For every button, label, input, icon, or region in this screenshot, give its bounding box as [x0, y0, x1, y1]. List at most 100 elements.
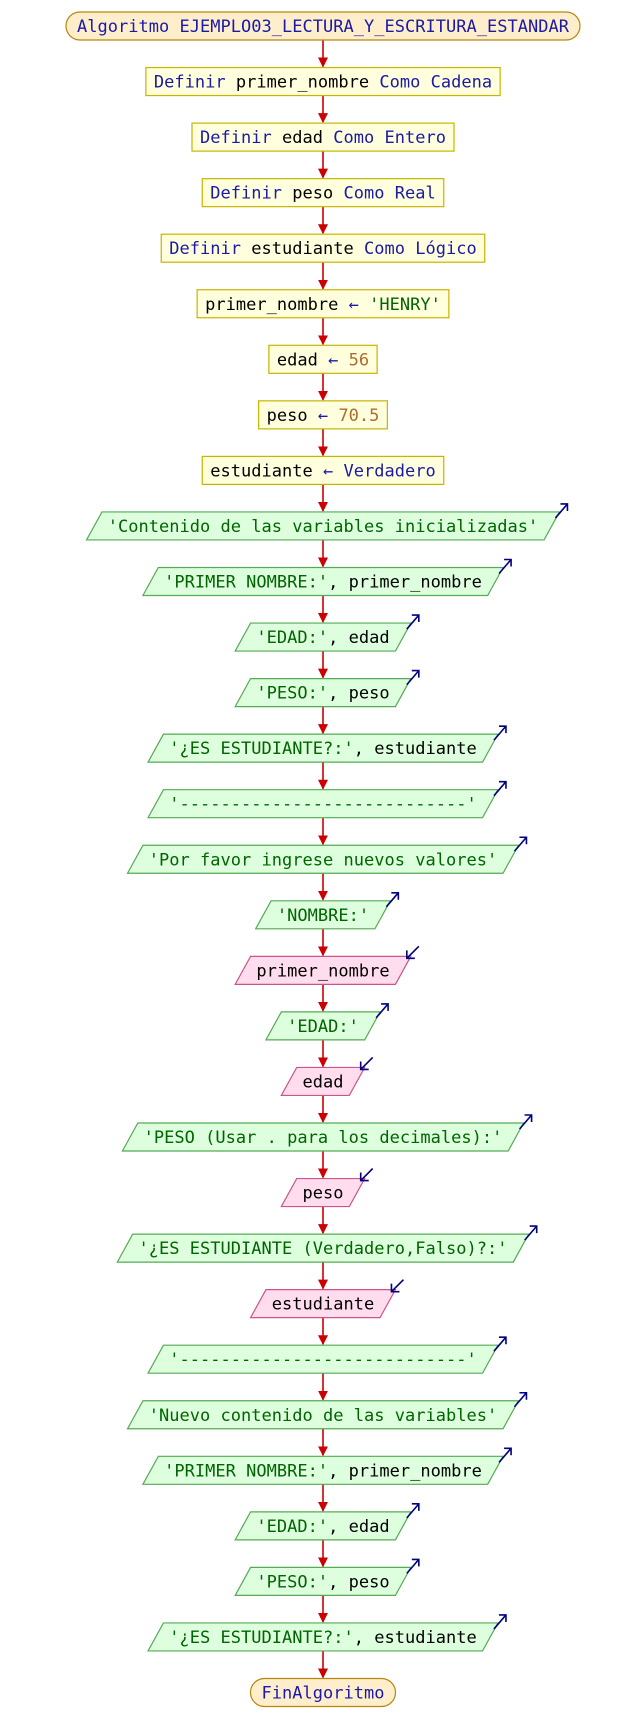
input-parallelogram: [249, 1289, 397, 1319]
assign-node-8: estudiante ← Verdadero: [201, 455, 445, 485]
write-node-13: '¿ES ESTUDIANTE?:', estudiante: [147, 725, 507, 763]
process-box: [268, 344, 378, 374]
process-box: [258, 400, 388, 430]
input-parallelogram: [234, 955, 412, 985]
node-label-part: Definir: [210, 184, 292, 204]
write-node-18: 'EDAD:': [264, 1003, 389, 1041]
node-label-part: , peso: [328, 684, 390, 704]
node-label: 'PESO (Usar . para los decimales):': [144, 1128, 503, 1148]
node-label-part: , estudiante: [354, 739, 477, 759]
output-arrow-head-icon: [524, 1114, 533, 1122]
define-node-4: Definir estudiante Como Lógico: [160, 233, 486, 263]
output-arrow-head-icon: [504, 1447, 512, 1456]
output-arrow-head-icon: [498, 725, 507, 734]
write-node-20: 'PESO (Usar . para los decimales):': [121, 1114, 533, 1152]
node-label-part: , primer_nombre: [328, 1461, 482, 1481]
nodes: Algoritmo EJEMPLO03_LECTURA_Y_ESCRITURA_…: [65, 11, 581, 1708]
node-label-part: ←: [349, 295, 359, 315]
output-arrow-head-icon: [519, 1391, 528, 1400]
output-arrow-icon: [493, 725, 507, 741]
node-label: 'NOMBRE:': [277, 906, 369, 926]
output-parallelogram: [254, 900, 392, 930]
output-arrow-icon: [406, 1503, 420, 1519]
read-node-19: edad: [280, 1056, 374, 1097]
node-label-part: primer_nombre: [236, 73, 369, 93]
node-label: edad ← 56: [277, 350, 369, 370]
node-label-part: 'EDAD:': [256, 628, 328, 648]
node-label: '¿ES ESTUDIANTE?:', estudiante: [169, 739, 477, 759]
output-parallelogram: [264, 1011, 382, 1041]
node-label-part: peso: [267, 406, 318, 426]
node-label: 'Por favor ingrese nuevos valores': [149, 850, 498, 870]
node-label: edad: [303, 1072, 344, 1092]
input-parallelogram: [280, 1066, 366, 1097]
output-parallelogram: [147, 1344, 499, 1374]
node-label-part: '¿ES ESTUDIANTE (Verdadero,Falso)?:': [139, 1239, 508, 1259]
input-arrow-head-icon: [359, 1172, 369, 1182]
write-node-24: '----------------------------': [147, 1336, 507, 1374]
write-node-15: 'Por favor ingrese nuevos valores': [126, 836, 528, 874]
start-terminal-shape: [65, 11, 581, 41]
input-arrow-head-icon: [406, 950, 415, 960]
node-label-part: peso: [303, 1184, 344, 1204]
node-label: '¿ES ESTUDIANTE (Verdadero,Falso)?:': [139, 1239, 508, 1259]
node-label-part: 'EDAD:': [287, 1017, 359, 1037]
node-label: '----------------------------': [169, 1350, 477, 1370]
output-arrow-head-icon: [498, 780, 507, 789]
write-node-9: 'Contenido de las variables inicializada…: [85, 503, 569, 541]
node-label-part: 'PRIMER NOMBRE:': [164, 573, 328, 593]
node-label-part: Definir: [169, 239, 251, 259]
write-node-26: 'PRIMER NOMBRE:', primer_nombre: [141, 1447, 512, 1485]
output-arrow-icon: [406, 1558, 420, 1574]
node-label: primer_nombre: [256, 961, 389, 981]
write-node-27: 'EDAD:', edad: [234, 1503, 420, 1541]
node-label-part: '----------------------------': [169, 1350, 477, 1370]
node-label: Definir peso Como Real: [210, 184, 436, 204]
output-parallelogram: [116, 1233, 530, 1263]
node-label: FinAlgoritmo: [262, 1684, 385, 1704]
node-label-part: edad: [277, 350, 328, 370]
assign-node-5: primer_nombre ← 'HENRY': [196, 289, 450, 319]
node-label-part: primer_nombre: [205, 295, 349, 315]
output-arrow-icon: [498, 558, 512, 575]
node-label: Definir edad Como Entero: [200, 128, 446, 148]
output-parallelogram: [234, 1511, 412, 1541]
output-arrow-icon: [518, 1114, 533, 1130]
write-node-25: 'Nuevo contenido de las variables': [126, 1391, 528, 1430]
node-label-part: Algoritmo EJEMPLO03_LECTURA_Y_ESCRITURA_…: [77, 17, 570, 37]
node-label-part: , edad: [328, 628, 390, 648]
define-node-1: Definir primer_nombre Como Cadena: [145, 66, 501, 97]
input-arrow-head-icon: [390, 1283, 400, 1293]
output-parallelogram: [234, 677, 412, 708]
output-arrow-head-icon: [529, 1225, 538, 1234]
node-label-part: FinAlgoritmo: [262, 1684, 385, 1704]
node-label: 'Nuevo contenido de las variables': [149, 1406, 498, 1426]
output-arrow-head-icon: [411, 1503, 420, 1511]
output-arrow-icon: [406, 614, 420, 630]
write-node-12: 'PESO:', peso: [234, 669, 420, 708]
node-label-part: , peso: [328, 1572, 390, 1592]
node-label-part: 56: [338, 350, 369, 370]
node-label: Definir estudiante Como Lógico: [169, 239, 477, 259]
output-arrow-icon: [524, 1225, 538, 1241]
node-label: 'PESO:', peso: [256, 684, 389, 704]
output-arrow-icon: [554, 503, 569, 519]
node-label-part: , primer_nombre: [328, 573, 482, 593]
node-label: 'EDAD:', edad: [256, 1517, 389, 1537]
output-arrow-icon: [406, 670, 420, 686]
input-arrow-icon: [390, 1279, 405, 1293]
node-label-part: 'Por favor ingrese nuevos valores': [149, 850, 498, 870]
process-box: [201, 455, 445, 485]
node-label: peso ← 70.5: [267, 406, 380, 426]
node-label: '----------------------------': [169, 795, 477, 815]
write-node-29: '¿ES ESTUDIANTE?:', estudiante: [147, 1614, 507, 1652]
node-label-part: 'Nuevo contenido de las variables': [149, 1406, 498, 1426]
node-label: 'Contenido de las variables inicializada…: [108, 517, 539, 537]
node-label-part: Como Cadena: [369, 73, 492, 93]
output-arrow-head-icon: [504, 558, 512, 567]
input-arrow-icon: [360, 1056, 374, 1071]
output-parallelogram: [126, 1400, 520, 1430]
node-label-part: estudiante: [251, 239, 354, 259]
output-arrow-icon: [493, 781, 507, 797]
